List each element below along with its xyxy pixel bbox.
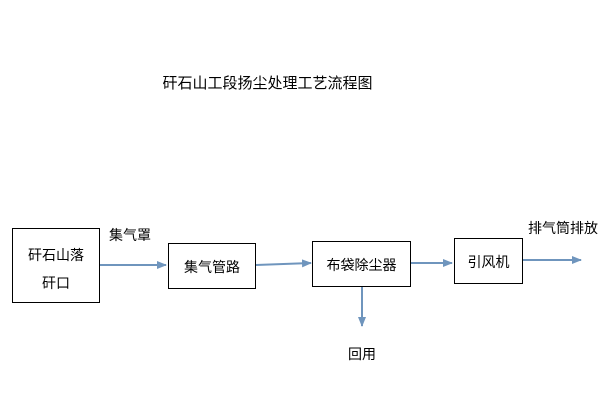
diagram-title: 矸石山工段扬尘处理工艺流程图 bbox=[162, 74, 373, 92]
fan-node: 引风机 bbox=[454, 238, 523, 284]
pipe-node-label: 集气管路 bbox=[184, 260, 240, 276]
fan-node-label: 引风机 bbox=[467, 255, 510, 271]
pipe-node: 集气管路 bbox=[168, 243, 256, 289]
hood-label: 集气罩 bbox=[109, 228, 151, 244]
source-node: 矸石山落 矸口 bbox=[12, 228, 100, 303]
source-node-label-line1: 矸石山落 bbox=[28, 248, 84, 264]
arrow-pipe-to-filter bbox=[255, 259, 312, 268]
exhaust-label: 排气筒排放 bbox=[528, 221, 598, 237]
filter-node: 布袋除尘器 bbox=[312, 241, 411, 287]
filter-node-label: 布袋除尘器 bbox=[326, 258, 397, 274]
reuse-label: 回用 bbox=[348, 347, 376, 363]
source-node-label-line2: 矸口 bbox=[42, 276, 70, 292]
